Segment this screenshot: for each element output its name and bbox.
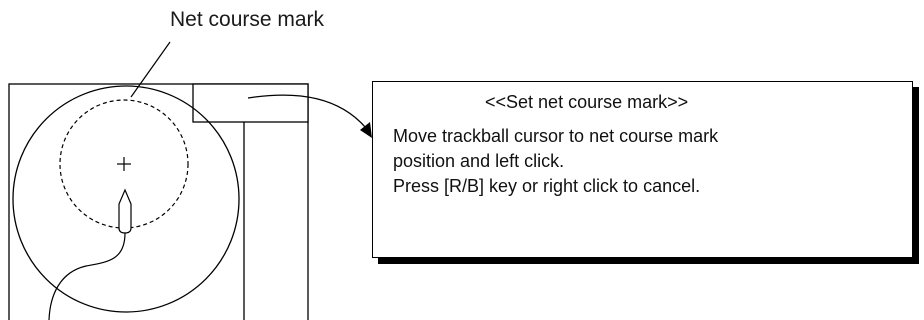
arrowhead-icon xyxy=(360,122,372,138)
own-ship-icon xyxy=(118,188,132,234)
net-course-mark-label: Net course mark xyxy=(170,8,325,31)
callout-leader-line xyxy=(130,41,171,98)
screen-frame xyxy=(8,83,309,320)
dialog-line-1: Move trackball cursor to net course mark xyxy=(393,126,719,146)
dialog-line-3: Press [R/B] key or right click to cancel… xyxy=(393,176,701,196)
cross-center-icon xyxy=(117,157,131,171)
dialog-line-2: position and left click. xyxy=(393,151,565,171)
radar-circle xyxy=(12,85,240,313)
menu-box xyxy=(192,83,309,123)
message-dialog: <<Set net course mark>> Move trackball c… xyxy=(372,81,913,258)
ship-track-line xyxy=(48,232,126,320)
pointer-arrow-line xyxy=(247,94,367,129)
dialog-title: <<Set net course mark>> xyxy=(485,92,689,112)
